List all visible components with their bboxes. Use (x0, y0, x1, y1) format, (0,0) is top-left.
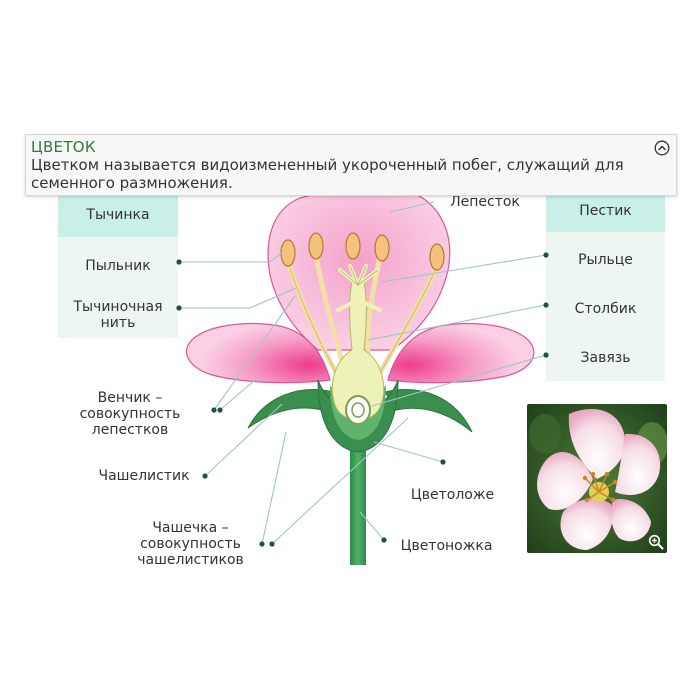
label-receptacle: Цветоложе (410, 487, 495, 503)
label-corolla: Венчик – совокупность лепестков (79, 390, 181, 438)
stamen-header-box (58, 196, 178, 237)
info-panel: ЦВЕТОК Цветком называется видоизмененный… (25, 134, 677, 196)
chevron-up-circle-icon[interactable] (654, 140, 670, 156)
zoom-in-icon[interactable] (648, 534, 664, 550)
pedicel (350, 440, 366, 565)
left-petal (185, 322, 331, 384)
right-petal (387, 322, 535, 384)
anther-5 (429, 243, 445, 271)
pistil-header-box (546, 196, 665, 232)
info-description: Цветком называется видоизмененный укороч… (31, 156, 624, 192)
anther-3 (345, 232, 361, 260)
info-title: ЦВЕТОК (31, 138, 96, 156)
label-pedicel: Цветоножка (400, 538, 493, 554)
left-sepal (247, 389, 334, 429)
flower-photo[interactable] (527, 404, 667, 553)
label-filament: Тычиночная нить (73, 299, 163, 331)
label-sepal: Чашелистик (98, 468, 190, 484)
label-pistil: Пестик (579, 203, 632, 219)
label-stigma: Рыльце (578, 252, 633, 268)
label-style: Столбик (574, 301, 637, 317)
right-sepal (384, 389, 473, 433)
flower-photo-image (527, 404, 667, 553)
anther-1 (280, 239, 296, 267)
anther-4 (374, 234, 390, 262)
label-petal: Лепесток (450, 194, 520, 210)
label-anther: Пыльник (85, 258, 151, 274)
label-calyx: Чашечка – совокупность чашелистиков (137, 520, 244, 568)
label-ovary: Завязь (580, 350, 631, 366)
anther-2 (308, 232, 324, 260)
label-stamen: Тычинка (86, 207, 150, 223)
